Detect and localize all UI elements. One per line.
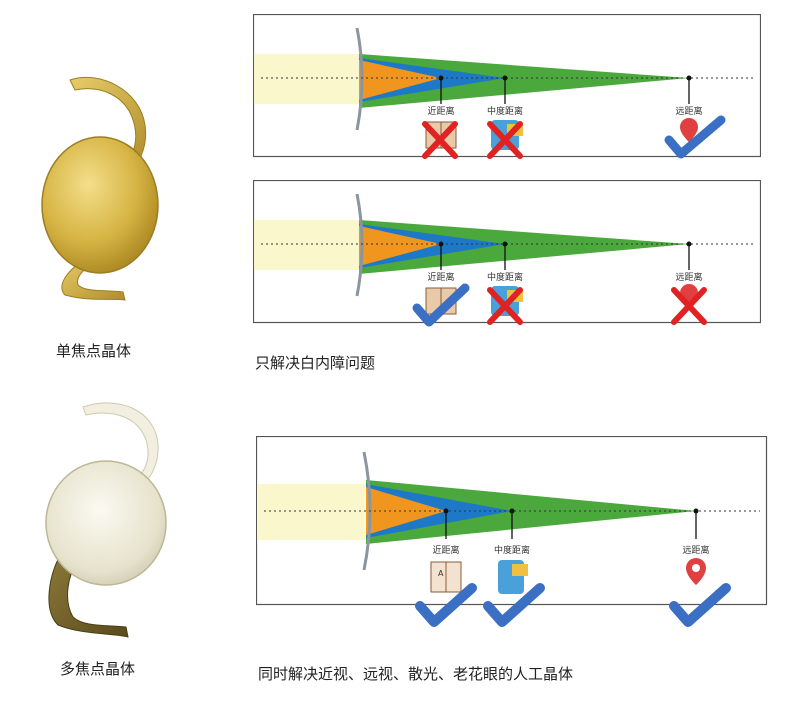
far-label: 远距离 bbox=[675, 271, 702, 283]
monofocal-label: 单焦点晶体 bbox=[56, 340, 131, 361]
multifocal-label: 多焦点晶体 bbox=[60, 658, 135, 679]
focus-diagram-monofocal-1: 近距离 中度距离 远距离 bbox=[253, 14, 761, 160]
near-label: 近距离 bbox=[427, 271, 454, 283]
monofocal-lens-image bbox=[40, 70, 170, 314]
phone-icon bbox=[498, 560, 528, 594]
mid-label: 中度距离 bbox=[494, 544, 530, 556]
mid-label: 中度距离 bbox=[487, 271, 523, 283]
focus-diagram-monofocal-2: 近距离 中度距离 远距离 bbox=[253, 180, 761, 332]
book-icon: A bbox=[431, 562, 461, 592]
near-label: 近距离 bbox=[432, 544, 459, 556]
svg-text:A: A bbox=[438, 569, 444, 578]
monofocal-caption: 只解决白内障问题 bbox=[255, 352, 375, 373]
mid-label: 中度距离 bbox=[487, 105, 523, 117]
multifocal-caption: 同时解决近视、远视、散光、老花眼的人工晶体 bbox=[258, 663, 573, 684]
far-label: 远距离 bbox=[675, 105, 702, 117]
multifocal-lens-image bbox=[38, 395, 173, 654]
near-label: 近距离 bbox=[427, 105, 454, 117]
far-label: 远距离 bbox=[682, 544, 709, 556]
focus-diagram-multifocal: 近距离 中度距离 远距离 A bbox=[256, 436, 768, 642]
